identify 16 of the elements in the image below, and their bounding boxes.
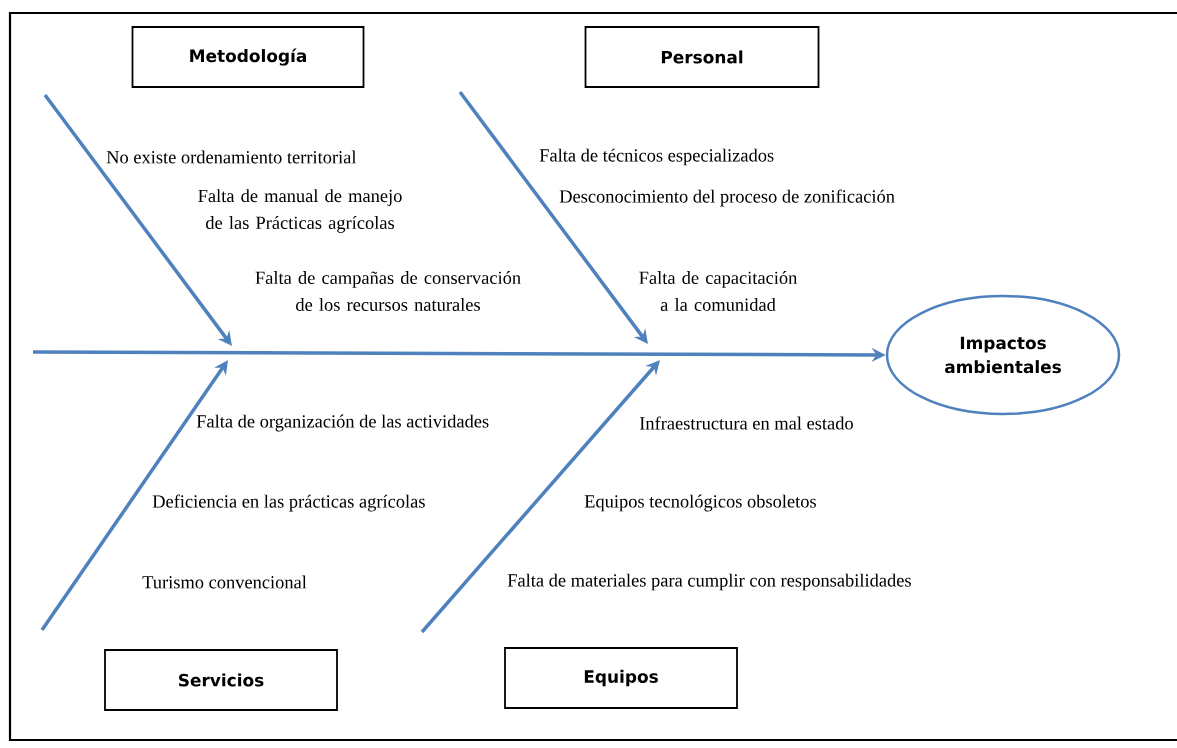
cause-text: Deficiencia en las prácticas agrícolas <box>152 494 425 512</box>
category-box: Metodología <box>131 26 365 88</box>
category-box: Personal <box>584 26 820 88</box>
cause-text: Desconocimiento del proceso de zonificación <box>559 189 895 207</box>
cause-text: Falta de manual de manejo de las Prácticas agrícolas <box>198 189 402 233</box>
cause-text: Falta de campañas de conservación de los recursos naturales <box>255 271 521 311</box>
cause-text: Infraestructura en mal estado <box>639 416 853 430</box>
cause-text: Falta de capacitación a la comunidad <box>639 271 798 311</box>
category-box: Servicios <box>104 649 338 711</box>
cause-text: Falta de técnicos especializados <box>539 148 774 166</box>
cause-text: Falta de materiales para cumplir con responsabilidades <box>507 573 911 591</box>
cause-text: No existe ordenamiento territorial <box>106 150 357 164</box>
cause-text: Equipos tecnológicos obsoletos <box>584 494 816 512</box>
cause-text: Turismo convencional <box>142 575 307 589</box>
category-box: Equipos <box>504 647 738 709</box>
cause-text: Falta de organización de las actividades <box>196 414 489 432</box>
